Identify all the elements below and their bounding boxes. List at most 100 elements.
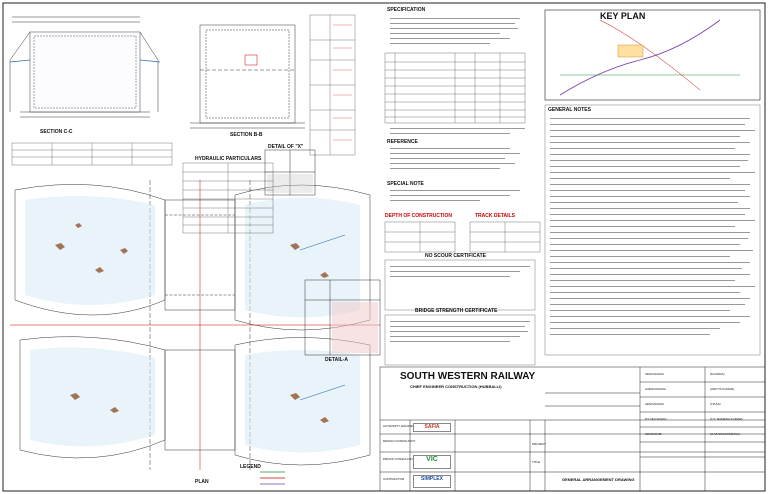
note-line — [550, 154, 750, 155]
note-line — [550, 118, 750, 119]
note-line — [550, 238, 748, 239]
note-line — [550, 178, 730, 179]
drawing-title: GENERAL ARRANGEMENT DRAWING — [562, 477, 635, 482]
note-line — [390, 341, 510, 342]
note-line — [550, 316, 750, 317]
note-line — [550, 142, 750, 143]
note-line — [550, 268, 742, 269]
note-line — [390, 43, 490, 44]
railway-name: SOUTH WESTERN RAILWAY — [400, 371, 536, 382]
note-line — [390, 271, 520, 272]
note-line — [550, 262, 750, 263]
note-line — [550, 226, 735, 227]
no-scour-title: NO SCOUR CERTIFICATE — [425, 253, 487, 259]
title-label: TITLE — [532, 460, 541, 464]
note-line — [550, 286, 755, 287]
note-line — [390, 38, 510, 39]
designation-role: AEN/CN/GDG — [645, 402, 665, 406]
design-label: DESIGN CONSULTANT — [383, 439, 416, 443]
key-plan-title: KEY PLAN — [600, 11, 646, 21]
contract-label: PROJECT — [532, 442, 547, 446]
note-line — [550, 220, 755, 221]
note-line — [550, 310, 730, 311]
note-line — [390, 153, 520, 154]
section-cc-title: SECTION C-C — [40, 129, 73, 135]
note-line — [390, 331, 528, 332]
note-line — [550, 334, 710, 335]
note-line — [550, 166, 740, 167]
note-line — [550, 232, 750, 233]
proof-label: PROOF CONSULTANT — [383, 457, 415, 461]
note-line — [550, 298, 750, 299]
note-line — [550, 160, 748, 161]
note-line — [550, 280, 735, 281]
reference-title: REFERENCE — [387, 139, 418, 145]
note-line — [390, 168, 500, 169]
note-line — [550, 148, 735, 149]
section-bb-title: SECTION B-B — [230, 132, 263, 138]
note-line — [550, 172, 755, 173]
note-line — [390, 28, 518, 29]
note-line — [550, 130, 755, 131]
designation-name: (G.MURALIKRISHNA) — [710, 432, 740, 436]
designation-name: (TIKAS) — [710, 402, 721, 406]
note-line — [550, 250, 753, 251]
note-line — [390, 133, 510, 134]
detail-x-title: DETAIL OF "X" — [268, 144, 304, 150]
vic-logo: VIC — [413, 455, 451, 469]
designation-role: XEN/CN/GDG — [645, 372, 665, 376]
note-line — [390, 148, 510, 149]
note-line — [390, 266, 530, 267]
note-line — [550, 202, 738, 203]
note-line — [550, 256, 730, 257]
track-details-title: TRACK DETAILS — [475, 213, 515, 219]
designation-role: DY.CE/CN/GDG — [645, 417, 667, 421]
note-line — [390, 190, 520, 191]
office-name: CHIEF ENGINEER CONSTRUCTION (HUBBALLI) — [410, 384, 502, 389]
note-line — [550, 136, 740, 137]
note-line — [390, 33, 500, 34]
note-line — [550, 190, 745, 191]
depth-title: DEPTH OF CONSTRUCTION — [385, 213, 452, 219]
note-line — [390, 276, 510, 277]
note-line — [550, 124, 745, 125]
note-line — [550, 244, 740, 245]
note-line — [390, 158, 505, 159]
designation-role: CE/CN/HUB — [645, 432, 662, 436]
note-line — [390, 18, 520, 19]
note-line — [550, 328, 720, 329]
contractor-label: CONTRACTOR — [383, 477, 405, 481]
note-line — [390, 321, 530, 322]
note-line — [390, 128, 525, 129]
note-line — [550, 304, 745, 305]
designation-name: (M.NAIRA) — [710, 372, 725, 376]
special-note-title: SPECIAL NOTE — [387, 181, 424, 187]
note-line — [390, 326, 525, 327]
safia-logo: SAFIA — [413, 423, 451, 432]
designation-role: AXEN/CN/GDG — [645, 387, 667, 391]
designation-name: (T.S. RAMESH KUMAR) — [710, 417, 743, 421]
note-line — [550, 274, 750, 275]
note-line — [390, 163, 515, 164]
note-line — [390, 195, 510, 196]
note-line — [550, 214, 745, 215]
note-line — [550, 322, 740, 323]
note-line — [550, 208, 750, 209]
specification-title: SPECIFICATION — [387, 7, 426, 13]
detail-a-title: DETAIL-A — [325, 357, 348, 363]
note-line — [390, 336, 520, 337]
general-notes-title: GENERAL NOTES — [548, 107, 591, 113]
plan-title: PLAN — [195, 479, 209, 485]
designation-name: (ADITYA KUMAR) — [710, 387, 735, 391]
note-line — [550, 196, 750, 197]
author-label: AUTHORITY ENGINEER — [383, 424, 417, 428]
note-line — [550, 292, 740, 293]
legend-title: LEGEND — [240, 464, 261, 470]
simplex-logo: SIMPLEX — [413, 475, 451, 488]
note-line — [550, 184, 750, 185]
hydraulic-title: HYDRAULIC PARTICULARS — [195, 156, 262, 162]
bridge-strength-title: BRIDGE STRENGTH CERTIFICATE — [415, 308, 498, 314]
note-line — [390, 23, 515, 24]
